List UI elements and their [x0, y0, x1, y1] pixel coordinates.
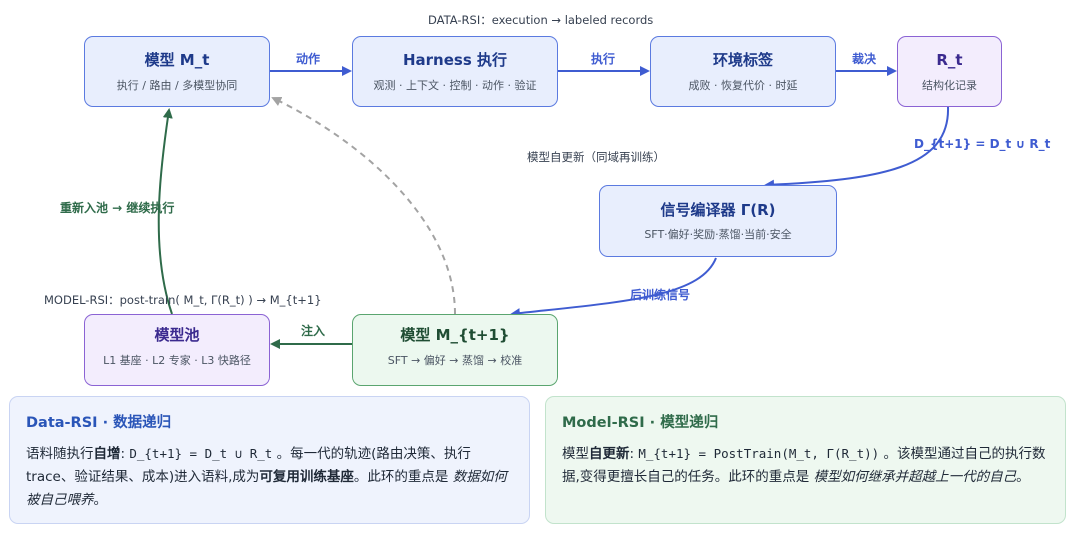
node-model-mt-subtitle: 执行 / 路由 / 多模型协同: [116, 78, 238, 92]
node-rt-title: R_t: [936, 51, 963, 70]
text-segment: 语料随执行: [26, 446, 94, 462]
node-model-mt1-title: 模型 M_{t+1}: [400, 326, 510, 344]
panel-model-rsi-body: 模型自更新: M_{t+1} = PostTrain(M_t, Γ(R_t)) …: [562, 442, 1049, 489]
text-emphasis: 自增: [93, 446, 121, 462]
node-model-mt1-subtitle: SFT → 偏好 → 蒸馏 → 校准: [387, 353, 523, 367]
text-emphasis: 自更新: [589, 446, 630, 462]
panel-data-rsi-body: 语料随执行自增: D_{t+1} = D_t ∪ R_t 。每一代的轨迹(路由决…: [26, 442, 513, 512]
edge-label-reenter: 重新入池 → 继续执行: [60, 201, 175, 215]
node-harness-title: Harness 执行: [402, 51, 507, 70]
formula-code: D_{t+1} = D_t ∪ R_t: [129, 446, 273, 461]
panel-model-rsi-title: Model-RSI · 模型递归: [562, 415, 719, 431]
text-italic: 模型如何继承并超越上一代的自己: [813, 469, 1017, 485]
node-rt-subtitle: 结构化记录: [922, 78, 977, 92]
node-model-pool-title: 模型池: [154, 326, 200, 344]
edge-reenter: [157, 108, 173, 315]
edge-union: [764, 106, 950, 190]
text-segment: 。此环的重点是: [353, 469, 453, 485]
caption-model-self-update: 模型自更新（同域再训练）: [527, 150, 665, 164]
text-segment: 。该模型通过自己的执行数据,变得更擅长自己的任务。此环的重点是: [562, 446, 1046, 485]
caption-data-rsi: DATA-RSI：execution → labeled records: [428, 13, 654, 27]
node-model-mt: 模型 M_t 执行 / 路由 / 多模型协同: [84, 36, 270, 107]
node-env-label: 环境标签 成败 · 恢复代价 · 时延: [650, 36, 836, 107]
edge-label-post-train-signal: 后训练信号: [630, 288, 691, 302]
node-harness-subtitle: 观测 · 上下文 · 控制 · 动作 · 验证: [373, 78, 537, 92]
text-segment: 模型: [562, 446, 589, 462]
caption-model-rsi: MODEL-RSI：post-train( M_t, Γ(R_t) ) → M_…: [44, 293, 322, 307]
node-model-mt-title: 模型 M_t: [144, 51, 210, 70]
node-env-label-subtitle: 成败 · 恢复代价 · 时延: [688, 78, 798, 92]
text-emphasis: 可复用训练基座: [259, 469, 354, 485]
node-signal-compiler-subtitle: SFT·偏好·奖励·蒸馏·当前·安全: [644, 228, 792, 242]
node-env-label-title: 环境标签: [712, 51, 773, 70]
panel-data-rsi-title: Data-RSI · 数据递归: [26, 415, 172, 431]
edge-post-train-signal: [510, 257, 717, 319]
edge-label-adjudicate: 裁决: [852, 52, 877, 66]
edge-label-execute: 执行: [591, 52, 616, 66]
text-segment: 。每一代的轨迹(路由决策、执行 trace、验证结果、成本)进入语料,成为: [26, 446, 471, 485]
text-segment: 。: [93, 492, 108, 508]
edge-label-inject: 注入: [301, 324, 326, 338]
node-signal-compiler-title: 信号编译器 Γ(R): [660, 200, 776, 219]
panel-model-rsi: Model-RSI · 模型递归 模型自更新: M_{t+1} = PostTr…: [545, 396, 1066, 524]
node-rt: R_t 结构化记录: [897, 36, 1002, 107]
edge-label-action: 动作: [296, 52, 321, 66]
text-segment: :: [120, 446, 130, 462]
text-segment: :: [629, 446, 639, 462]
node-model-pool-subtitle: L1 基座 · L2 专家 · L3 快路径: [103, 353, 251, 367]
formula-code: M_{t+1} = PostTrain(M_t, Γ(R_t)): [638, 446, 880, 461]
text-italic: 数据如何被自己喂养: [26, 469, 507, 508]
edge-self-update: [271, 96, 456, 315]
node-harness: Harness 执行 观测 · 上下文 · 控制 · 动作 · 验证: [352, 36, 558, 107]
text-segment: 。: [1016, 469, 1030, 485]
panel-data-rsi: Data-RSI · 数据递归 语料随执行自增: D_{t+1} = D_t ∪…: [9, 396, 530, 524]
edge-label-union: D_{t+1} = D_t ∪ R_t: [914, 137, 1051, 151]
node-model-mt1: 模型 M_{t+1} SFT → 偏好 → 蒸馏 → 校准: [352, 314, 558, 386]
node-signal-compiler: 信号编译器 Γ(R) SFT·偏好·奖励·蒸馏·当前·安全: [599, 185, 837, 257]
node-model-pool: 模型池 L1 基座 · L2 专家 · L3 快路径: [84, 314, 270, 386]
